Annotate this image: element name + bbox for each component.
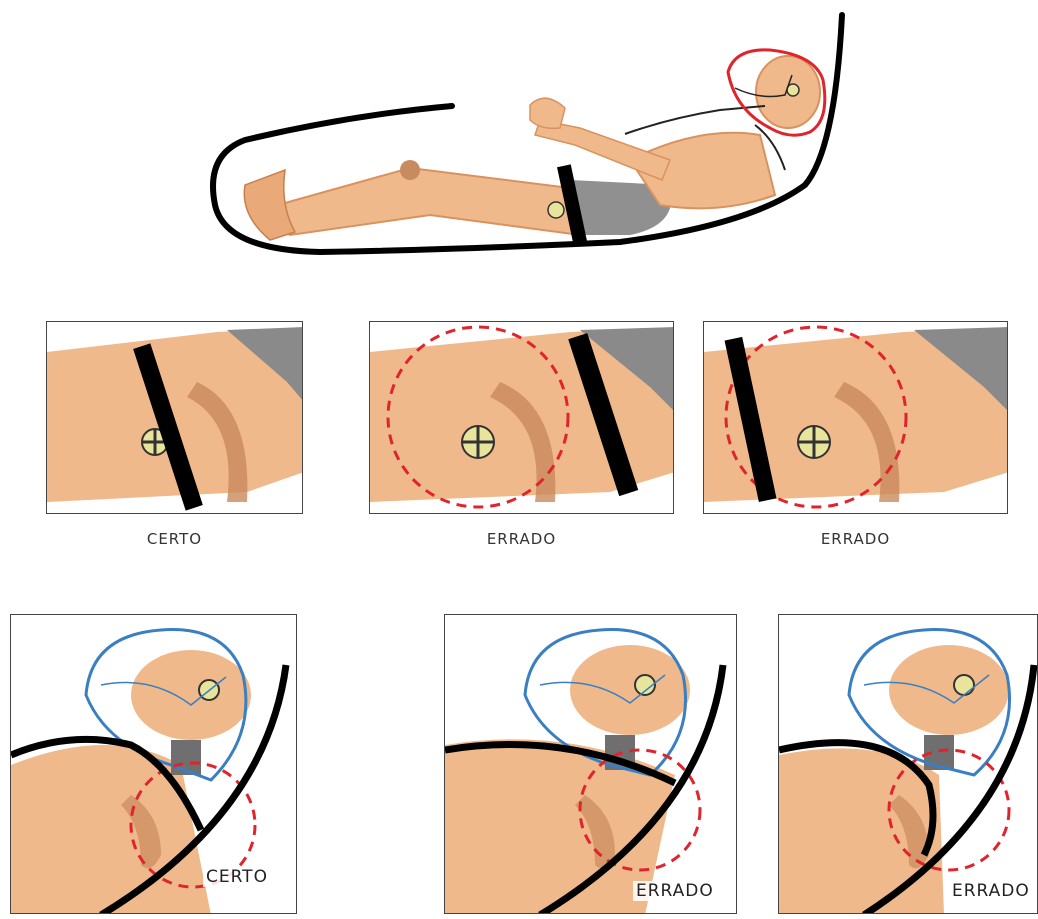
panel-label-errado-2: ERRADO [703,530,1008,548]
panel-label-errado-4: ERRADO [949,881,1033,901]
dummy-in-seat-illustration [200,10,860,270]
head-target-icon [954,675,974,695]
lap-belt-panel-correct [46,321,303,514]
dummy-head [131,650,251,740]
panel-label-certo-1: CERTO [46,530,303,548]
dummy-head [570,645,690,735]
shoulder-belt-line [625,106,765,134]
hip-target-icon [548,202,564,218]
head-seat-panel-wrong-1: ERRADO [444,614,737,914]
dummy-hand [530,98,565,128]
panel-label-certo-2: CERTO [203,867,271,887]
panel-label-errado-1: ERRADO [369,530,674,548]
dummy-head [889,645,1009,735]
panel-label-errado-3: ERRADO [633,881,717,901]
lap-belt-panel-wrong-2 [703,321,1008,514]
dummy-legs [260,168,580,235]
head-seat-panel-correct: CERTO [10,614,297,914]
lap-belt-panel-wrong-1 [369,321,674,514]
head-seat-panel-wrong-2: ERRADO [778,614,1038,914]
